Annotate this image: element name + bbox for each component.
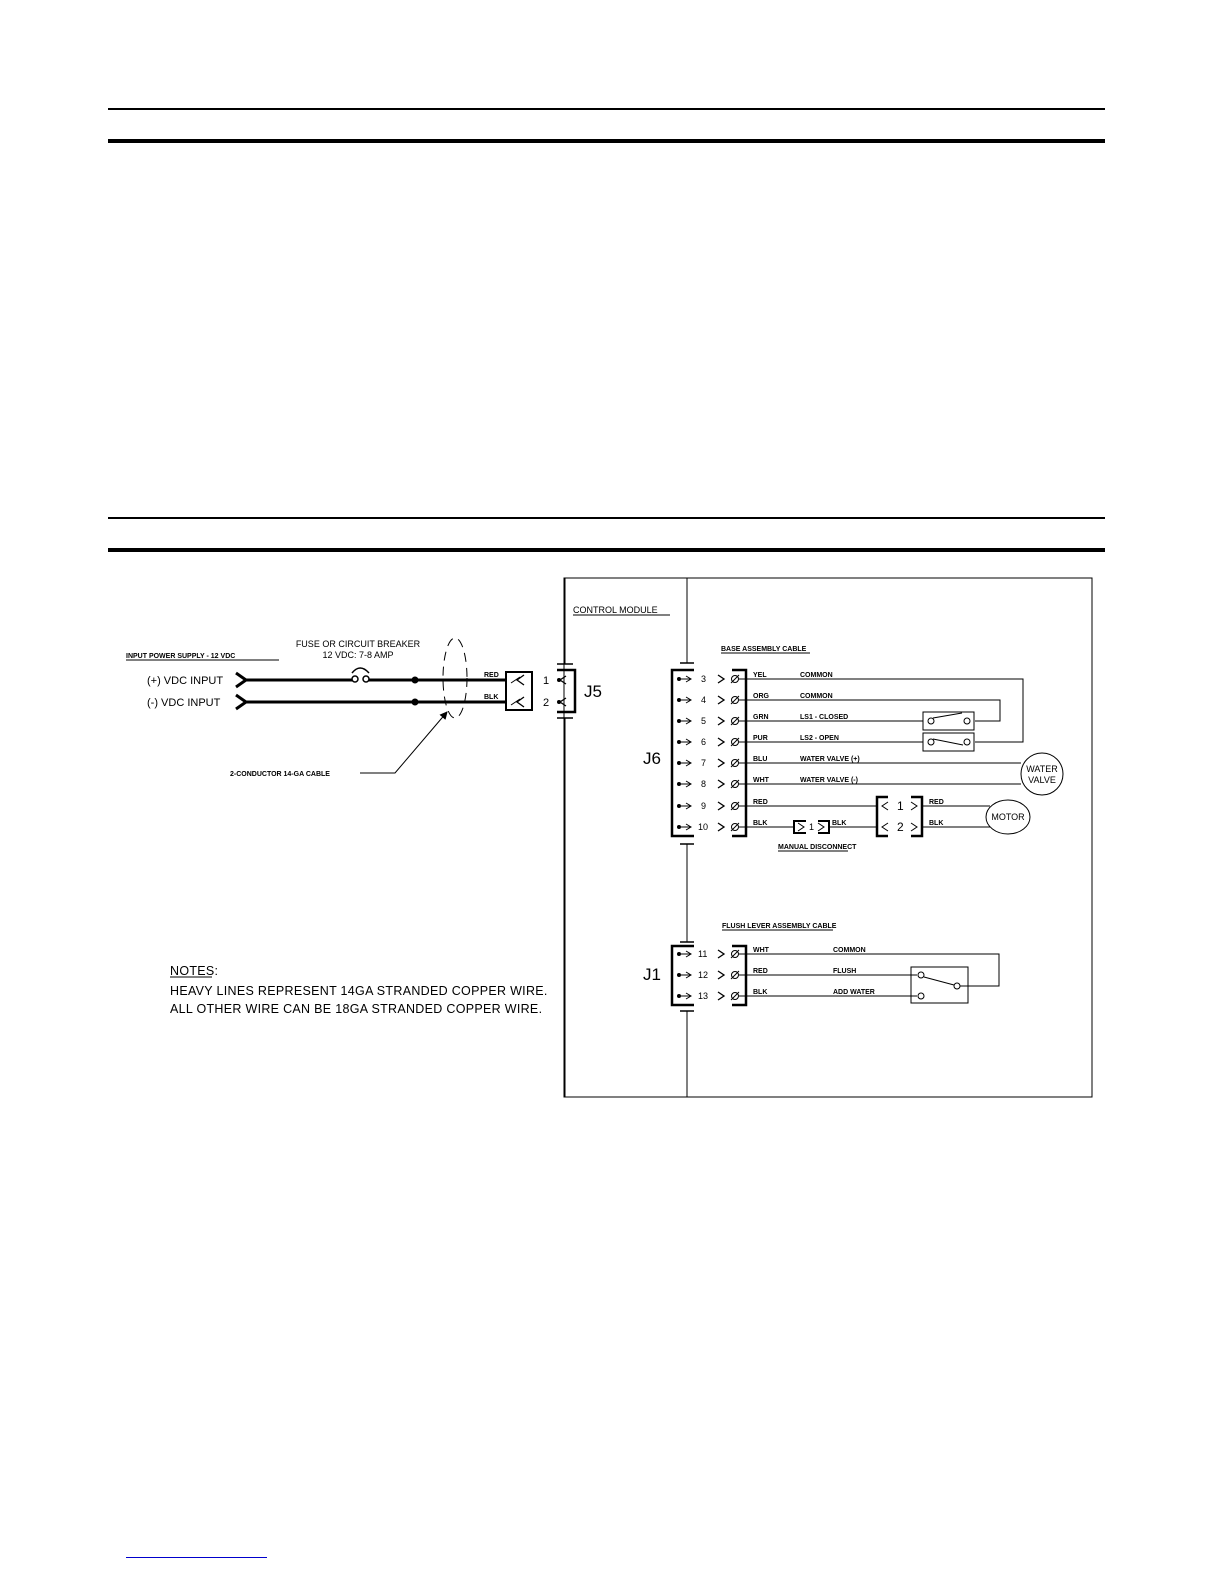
power-supply-label: INPUT POWER SUPPLY - 12 VDC xyxy=(126,653,235,660)
header-rule-thick-top xyxy=(108,139,1105,143)
limit-switch-ls2 xyxy=(922,732,975,752)
motor-wire-red: RED xyxy=(929,799,944,806)
motor-pin-2: 2 xyxy=(897,820,904,834)
svg-text:YEL: YEL xyxy=(753,672,767,679)
water-valve xyxy=(1020,752,1064,796)
power-wire-red: RED xyxy=(484,672,499,679)
j6-pin-3: 3 YEL COMMON xyxy=(677,672,833,684)
svg-text:BLU: BLU xyxy=(753,756,767,763)
svg-text:4: 4 xyxy=(701,695,706,705)
header-rule-thick-mid xyxy=(108,548,1105,552)
svg-text:COMMON: COMMON xyxy=(800,693,833,700)
svg-text:COMMON: COMMON xyxy=(833,947,866,954)
water-valve-label-1: WATER xyxy=(1026,764,1058,774)
j6-pin-6: 6 PUR LS2 - OPEN xyxy=(677,735,839,747)
power-wire-blk: BLK xyxy=(484,694,498,701)
j6-connector xyxy=(670,668,748,838)
j1-pin-12: 12 RED FLUSH xyxy=(677,968,856,980)
svg-text:8: 8 xyxy=(701,779,706,789)
motor-pin-1: 1 xyxy=(897,799,904,813)
cable-label: 2-CONDUCTOR 14-GA CABLE xyxy=(230,771,330,778)
footer-link-underline[interactable] xyxy=(126,1557,267,1558)
water-valve-label-2: VALVE xyxy=(1028,775,1056,785)
svg-text:3: 3 xyxy=(701,674,706,684)
j6-pin-5: 5 GRN LS1 - CLOSED xyxy=(677,714,848,726)
motor xyxy=(985,799,1031,835)
j6-cable-label: BASE ASSEMBLY CABLE xyxy=(721,646,807,653)
svg-text:ADD WATER: ADD WATER xyxy=(833,989,875,996)
svg-text:11: 11 xyxy=(698,949,707,959)
notes-line-2: ALL OTHER WIRE CAN BE 18GA STRANDED COPP… xyxy=(170,1002,542,1016)
svg-text:5: 5 xyxy=(701,716,706,726)
j1-cable-label: FLUSH LEVER ASSEMBLY CABLE xyxy=(722,923,837,930)
header-rule-thin-top xyxy=(108,108,1105,110)
svg-text:RED: RED xyxy=(753,968,768,975)
svg-text:7: 7 xyxy=(701,758,706,768)
svg-text:WHT: WHT xyxy=(753,947,770,954)
j5-plug-housing xyxy=(505,671,533,711)
j5-pin-2: 2 xyxy=(543,697,549,709)
disconnect-pin: 1 xyxy=(809,822,814,832)
svg-text:LS2 - OPEN: LS2 - OPEN xyxy=(800,735,839,742)
neg-input-label: (-) VDC INPUT xyxy=(147,697,221,709)
flush-lever-switch xyxy=(910,966,969,1004)
notes-heading: NOTES: xyxy=(170,964,218,978)
j5-pin-1: 1 xyxy=(543,675,549,687)
fuse-breaker-symbol xyxy=(351,667,370,683)
disconnect-label: MANUAL DISCONNECT xyxy=(778,844,857,851)
svg-text:FLUSH: FLUSH xyxy=(833,968,856,975)
motor-connector xyxy=(875,795,924,838)
j6-pin-7: 7 BLU WATER VALVE (+) xyxy=(677,756,860,768)
svg-text:ORG: ORG xyxy=(753,693,770,700)
svg-text:PUR: PUR xyxy=(753,735,768,742)
j6-name: J6 xyxy=(643,749,661,768)
svg-text:6: 6 xyxy=(701,737,706,747)
j6-pin-10: 10 BLK xyxy=(677,820,767,832)
fuse-label-line1: FUSE OR CIRCUIT BREAKER xyxy=(296,639,421,649)
svg-text:12: 12 xyxy=(698,970,708,980)
j6-pin-8: 8 WHT WATER VALVE (-) xyxy=(677,777,858,789)
svg-text:13: 13 xyxy=(698,991,708,1001)
svg-text:9: 9 xyxy=(701,801,706,811)
svg-text:BLK: BLK xyxy=(753,820,767,827)
cable-leader xyxy=(360,711,448,774)
j1-wiring xyxy=(739,953,1000,997)
svg-text:WHT: WHT xyxy=(753,777,770,784)
junction-dot xyxy=(411,698,419,706)
svg-text:COMMON: COMMON xyxy=(800,672,833,679)
cable-bundle-ellipse xyxy=(442,637,468,719)
j5-name: J5 xyxy=(584,682,602,701)
j5-connector xyxy=(557,578,577,1097)
svg-text:GRN: GRN xyxy=(753,714,769,721)
motor-label: MOTOR xyxy=(991,812,1025,822)
j1-pin-11: 11 WHT COMMON xyxy=(677,947,866,959)
j1-pin-13: 13 BLK ADD WATER xyxy=(677,989,875,1001)
svg-text:WATER VALVE (-): WATER VALVE (-) xyxy=(800,777,858,784)
manual-disconnect xyxy=(793,820,830,834)
svg-text:10: 10 xyxy=(698,822,708,832)
header-rule-thin-mid xyxy=(108,517,1105,519)
svg-text:WATER VALVE (+): WATER VALVE (+) xyxy=(800,756,860,763)
limit-switch-ls1 xyxy=(922,711,975,731)
control-module-box xyxy=(563,577,1093,1098)
motor-wire-blk: BLK xyxy=(929,820,943,827)
junction-dot xyxy=(411,676,419,684)
pos-input-label: (+) VDC INPUT xyxy=(147,675,223,687)
j6-pin-4: 4 ORG COMMON xyxy=(677,693,833,705)
j6-pin-9: 9 RED xyxy=(677,799,768,811)
notes-line-1: HEAVY LINES REPRESENT 14GA STRANDED COPP… xyxy=(170,984,548,998)
control-module-title: CONTROL MODULE xyxy=(573,605,658,615)
fuse-label-line2: 12 VDC: 7-8 AMP xyxy=(322,650,393,660)
svg-text:LS1 - CLOSED: LS1 - CLOSED xyxy=(800,714,848,721)
j6-wiring xyxy=(739,678,1024,828)
j1-name: J1 xyxy=(643,965,661,984)
svg-text:BLK: BLK xyxy=(753,989,767,996)
disconnect-blk: BLK xyxy=(832,820,846,827)
svg-text:RED: RED xyxy=(753,799,768,806)
